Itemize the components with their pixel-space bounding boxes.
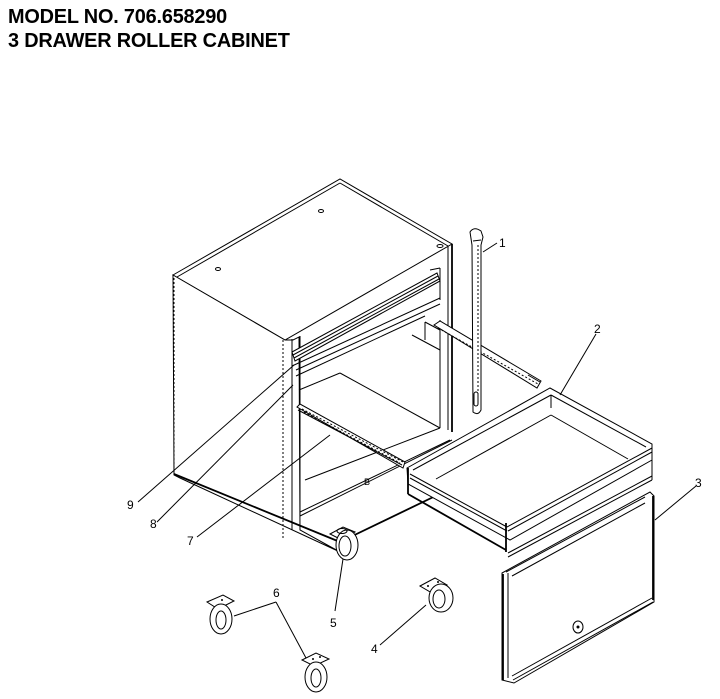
side-rail-part xyxy=(433,320,542,389)
brand-mark: B xyxy=(364,477,370,487)
callout-2: 2 xyxy=(594,322,601,336)
screw-hole-icon xyxy=(318,209,324,213)
front-panel-part xyxy=(501,491,655,684)
callout-5: 5 xyxy=(330,616,337,630)
caster-rigid-part-6a xyxy=(205,594,236,635)
caster-rigid-part-6b xyxy=(300,652,331,693)
lock-bar-part xyxy=(469,228,484,415)
callout-9: 9 xyxy=(127,498,134,512)
screw-hole-icon xyxy=(436,244,444,248)
drawer-part xyxy=(406,387,653,558)
leader-lines xyxy=(137,242,697,659)
product-name-title: 3 DRAWER ROLLER CABINET xyxy=(8,29,290,52)
cabinet-left-side xyxy=(172,274,341,553)
drawer-slide-part xyxy=(296,403,406,469)
caster-swivel-part xyxy=(328,526,359,561)
model-number-title: MODEL NO. 706.658290 xyxy=(8,5,228,28)
lock-icon xyxy=(572,620,584,634)
cabinet-body: B xyxy=(172,178,453,553)
callout-1: 1 xyxy=(499,236,506,250)
callout-numbers: 1 2 3 4 5 6 7 8 9 xyxy=(127,236,702,656)
caster-rigid-part-4 xyxy=(418,577,454,613)
title-block: MODEL NO. 706.658290 3 DRAWER ROLLER CAB… xyxy=(8,5,298,53)
callout-4: 4 xyxy=(371,642,378,656)
callout-7: 7 xyxy=(187,534,194,548)
callout-6: 6 xyxy=(273,586,280,600)
screw-hole-icon xyxy=(215,267,221,271)
callout-8: 8 xyxy=(150,517,157,531)
callout-3: 3 xyxy=(695,476,702,490)
